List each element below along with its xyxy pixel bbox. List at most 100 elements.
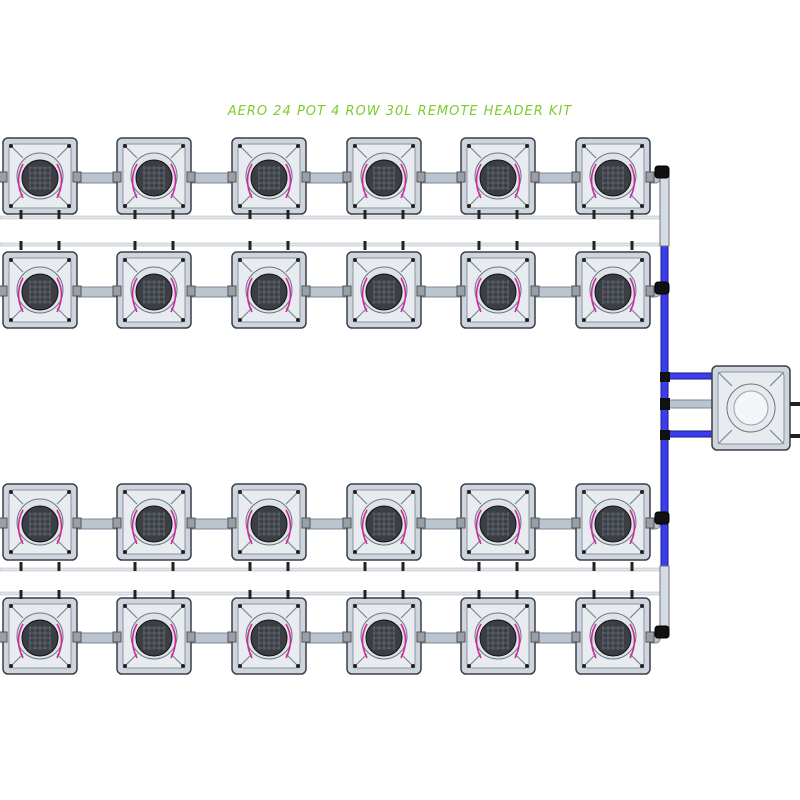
drip-clip: [286, 210, 290, 219]
drip-line: [285, 509, 292, 545]
drip-line: [170, 277, 177, 313]
pipe-connector: [645, 517, 655, 529]
connection-pipe: [0, 286, 661, 298]
tee-fitting: [660, 372, 670, 382]
drip-clip: [401, 590, 405, 599]
pipe-connector: [456, 171, 466, 183]
drip-clip: [401, 562, 405, 571]
pot-corner-ribs: [581, 489, 645, 555]
net-pot-mesh: [602, 512, 624, 536]
corner-bolt: [67, 664, 71, 668]
net-pot-mesh: [258, 280, 280, 304]
corner-bolt: [525, 604, 529, 608]
drip-clip: [19, 590, 23, 599]
drip-line: [17, 163, 24, 199]
pipe-connector: [456, 517, 466, 529]
corner-bolt: [123, 204, 127, 208]
drip-clip: [477, 562, 481, 571]
corner-bolt: [467, 550, 471, 554]
elbow-fitting: [654, 165, 670, 179]
corner-bolt: [353, 490, 357, 494]
corner-bolt: [67, 204, 71, 208]
corner-bolt: [238, 204, 242, 208]
drip-clip: [363, 590, 367, 599]
pot-corner-ribs: [237, 257, 301, 323]
drip-line: [400, 623, 407, 659]
pipe-connector: [301, 517, 311, 529]
grow-pot: [0, 483, 82, 561]
corner-bolt: [411, 664, 415, 668]
net-pot-mesh: [29, 280, 51, 304]
drip-line: [56, 623, 63, 659]
corner-bolt: [181, 318, 185, 322]
pipe-connector: [227, 285, 237, 297]
pipe-connector: [416, 517, 426, 529]
drip-line: [590, 163, 597, 199]
grow-pot: [342, 483, 426, 561]
net-pot-mesh: [487, 512, 509, 536]
corner-bolt: [67, 258, 71, 262]
pipe-connector: [112, 171, 122, 183]
connection-pipe: [0, 518, 661, 530]
drip-clip: [286, 241, 290, 250]
drip-clip: [363, 562, 367, 571]
pot-corner-ribs: [466, 489, 530, 555]
drip-line: [246, 509, 253, 545]
corner-bolt: [582, 604, 586, 608]
drip-clip: [19, 210, 23, 219]
elbow-fitting: [654, 625, 670, 639]
drip-line: [629, 623, 636, 659]
drip-line: [170, 623, 177, 659]
pot-corner-ribs: [352, 603, 416, 669]
corner-bolt: [467, 258, 471, 262]
grow-pot: [0, 137, 82, 215]
corner-bolt: [467, 204, 471, 208]
pot-corner-ribs: [237, 143, 301, 209]
drip-line: [514, 509, 521, 545]
drip-clip: [19, 241, 23, 250]
drip-line: [285, 623, 292, 659]
net-pot-mesh: [143, 626, 165, 650]
net-pot-mesh: [487, 626, 509, 650]
drip-clip: [19, 562, 23, 571]
pipe-connector: [186, 171, 196, 183]
grow-pot: [227, 251, 311, 329]
grow-pot: [227, 483, 311, 561]
supply-fitting: [659, 565, 670, 631]
pot-corner-ribs: [122, 143, 186, 209]
corner-bolt: [525, 490, 529, 494]
corner-bolt: [296, 144, 300, 148]
corner-bolt: [525, 144, 529, 148]
pipe-connector: [416, 171, 426, 183]
drip-clip: [515, 210, 519, 219]
net-pot-mesh: [373, 280, 395, 304]
pipe-connector: [72, 631, 82, 643]
drip-clip: [401, 210, 405, 219]
pipe-connector: [301, 631, 311, 643]
corner-bolt: [238, 550, 242, 554]
corner-bolt: [353, 550, 357, 554]
drip-clip: [401, 241, 405, 250]
net-pot-mesh: [487, 166, 509, 190]
drip-clip: [363, 241, 367, 250]
drip-clip: [57, 590, 61, 599]
pipe-connector: [571, 285, 581, 297]
pipe-connector: [0, 171, 8, 183]
corner-bolt: [467, 604, 471, 608]
pipe-connector: [645, 631, 655, 643]
corner-bolt: [296, 664, 300, 668]
corner-bolt: [238, 144, 242, 148]
pipe-connector: [530, 285, 540, 297]
drip-clip: [248, 590, 252, 599]
net-pot-mesh: [143, 280, 165, 304]
corner-bolt: [411, 490, 415, 494]
drip-clip: [57, 562, 61, 571]
grow-pot: [571, 483, 655, 561]
corner-bolt: [181, 604, 185, 608]
pipe-connector: [227, 631, 237, 643]
corner-bolt: [582, 258, 586, 262]
drip-clip: [286, 562, 290, 571]
net-pot-mesh: [602, 166, 624, 190]
pipe-connector: [530, 517, 540, 529]
